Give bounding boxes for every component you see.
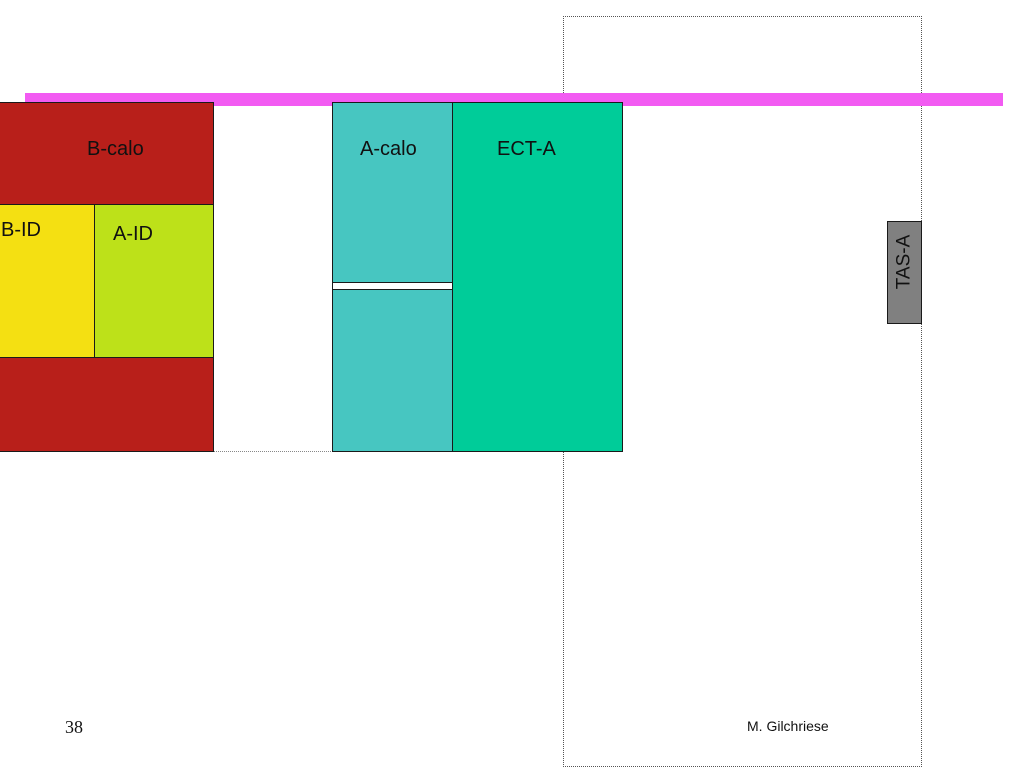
tas-a-block <box>887 221 922 324</box>
a-id-label: A-ID <box>113 223 153 245</box>
tas-a-label: TAS-A <box>893 234 915 290</box>
ect-a-block <box>452 102 623 452</box>
beam-line <box>25 93 1003 106</box>
a-calo-lower-block <box>332 289 453 452</box>
a-calo-label: A-calo <box>360 138 417 160</box>
ect-a-label: ECT-A <box>497 138 556 160</box>
page-number: 38 <box>65 717 83 737</box>
b-id-label: B-ID <box>1 219 41 241</box>
author-credit: M. Gilchriese <box>747 718 829 734</box>
b-calo-upper-block <box>0 102 214 205</box>
dotted-connector-line <box>213 451 333 452</box>
a-calo-upper-block <box>332 102 453 283</box>
b-id-block <box>0 204 95 358</box>
a-id-block <box>94 204 214 358</box>
b-calo-lower-block <box>0 357 214 452</box>
b-calo-label: B-calo <box>87 138 144 160</box>
